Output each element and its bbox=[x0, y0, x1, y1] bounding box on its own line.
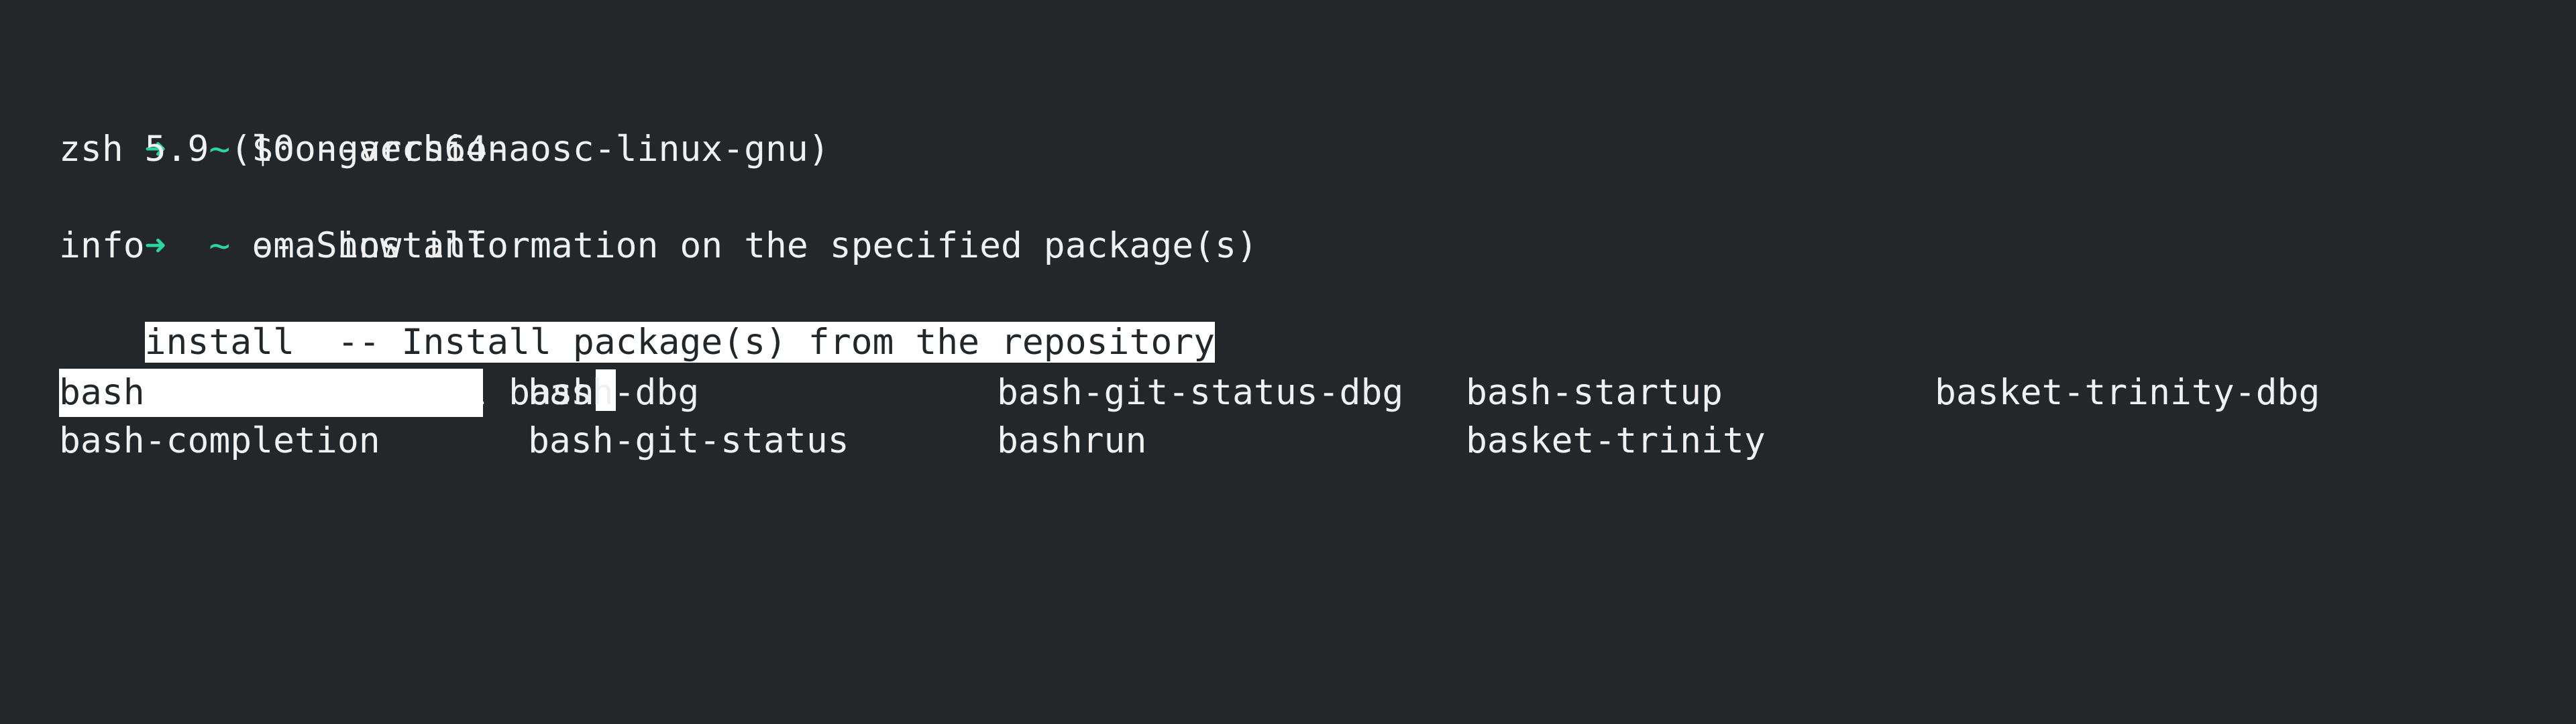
prompt-cwd: ~ bbox=[209, 225, 231, 266]
completion-item-basket-trinity-dbg[interactable]: basket-trinity-dbg bbox=[1935, 372, 2320, 413]
completion-item-bash-git-status-dbg[interactable]: bash-git-status-dbg bbox=[997, 372, 1404, 413]
completion-item-bash-dbg[interactable]: bash-dbg bbox=[528, 372, 700, 413]
prompt-line-3[interactable]: ➜ ~ oma install bash bbox=[59, 320, 616, 413]
completion-item-bash-git-status[interactable]: bash-git-status bbox=[528, 420, 849, 461]
completion-option-install-label: install -- Install package(s) from the r… bbox=[144, 322, 1216, 363]
prompt-arrow-icon: ➜ bbox=[144, 225, 166, 266]
command-text: $0 --version bbox=[252, 129, 509, 170]
completion-item-bash-startup[interactable]: bash-startup bbox=[1466, 372, 1723, 413]
prompt-arrow-icon: ➜ bbox=[144, 129, 166, 170]
completion-item-bashrun[interactable]: bashrun bbox=[997, 420, 1147, 461]
completion-option-info[interactable]: info -- Show information on the specifie… bbox=[59, 225, 1258, 266]
completion-item-bash[interactable]: bash bbox=[59, 369, 483, 417]
command-text: oma install bbox=[252, 225, 488, 266]
prompt-line-1: ➜ ~ $0 --version bbox=[59, 77, 509, 170]
text-cursor bbox=[595, 369, 616, 411]
completion-item-bash-completion[interactable]: bash-completion bbox=[59, 420, 380, 461]
output-line: zsh 5.9 (loongarch64-aosc-linux-gnu) bbox=[59, 129, 830, 170]
completion-option-install[interactable]: install -- Install package(s) from the r… bbox=[59, 270, 1216, 363]
prompt-line-2: ➜ ~ oma install bbox=[59, 174, 488, 266]
completion-item-basket-trinity[interactable]: basket-trinity bbox=[1466, 420, 1766, 461]
prompt-cwd: ~ bbox=[209, 129, 231, 170]
